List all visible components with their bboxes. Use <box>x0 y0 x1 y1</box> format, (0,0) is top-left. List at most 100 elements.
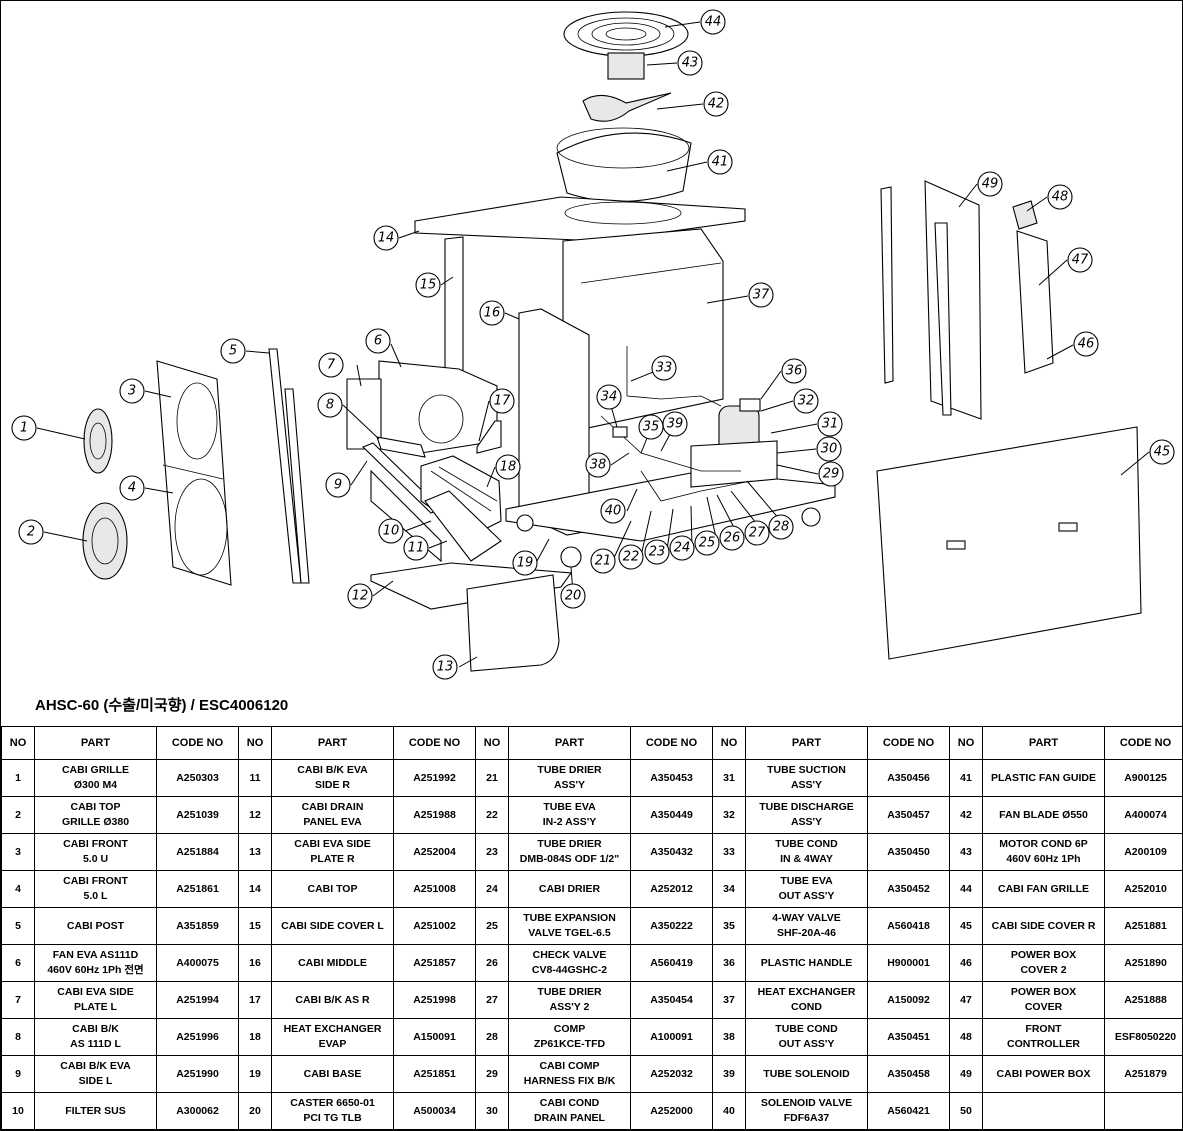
callout-7: 7 <box>318 352 344 378</box>
part-number-cell: 20 <box>238 1092 272 1130</box>
part-number-cell: 33 <box>712 833 746 871</box>
part-code-cell: A350458 <box>867 1055 950 1093</box>
part-name-line: CABI B/K <box>72 1023 119 1035</box>
svg-text:33: 33 <box>656 361 673 376</box>
part-number-cell: 39 <box>712 1055 746 1093</box>
part-name-line: CABI TOP <box>307 882 358 895</box>
part-name-line: AS 111D L <box>70 1038 121 1050</box>
callout-36: 36 <box>781 358 807 384</box>
part-number-cell: 45 <box>949 907 983 945</box>
column-header: PART <box>508 726 631 760</box>
callout-41: 41 <box>707 149 733 175</box>
part-code-cell: A252004 <box>393 833 476 871</box>
part-code-cell: A251888 <box>1104 981 1183 1019</box>
part-name-line: CABI B/K EVA <box>60 1060 131 1072</box>
part-number-cell: 26 <box>475 944 509 982</box>
callout-12: 12 <box>347 583 373 609</box>
part-name-line: CABI POST <box>66 919 125 932</box>
part-name-line: CABI FRONT <box>63 838 128 850</box>
part-code-cell: A251857 <box>393 944 476 982</box>
part-code-cell: A251861 <box>156 870 239 908</box>
part-code-cell: A251008 <box>393 870 476 908</box>
callout-31: 31 <box>817 411 843 437</box>
svg-text:13: 13 <box>437 660 454 675</box>
part-name-line: IN & 4WAY <box>780 853 833 865</box>
callout-15: 15 <box>415 272 441 298</box>
column-header: NO <box>949 726 983 760</box>
callout-42: 42 <box>703 91 729 117</box>
part-name-line: SHF-20A-46 <box>777 927 836 939</box>
part-code-cell: A350432 <box>630 833 713 871</box>
svg-text:8: 8 <box>326 398 334 413</box>
svg-text:7: 7 <box>327 358 336 373</box>
svg-text:9: 9 <box>334 478 342 493</box>
svg-text:35: 35 <box>643 420 660 435</box>
part-name-line: CABI DRIER <box>538 882 601 895</box>
part-outlines <box>82 11 1142 672</box>
svg-text:48: 48 <box>1052 190 1069 205</box>
part-number-cell: 50 <box>949 1092 983 1130</box>
part-code-cell: A560419 <box>630 944 713 982</box>
svg-text:42: 42 <box>708 97 725 112</box>
part-number-cell: 42 <box>949 796 983 834</box>
part-name-line: CABI B/K AS R <box>295 993 370 1006</box>
callout-11: 11 <box>403 535 429 561</box>
part-code-cell: A251890 <box>1104 944 1183 982</box>
callout-14: 14 <box>373 225 399 251</box>
part-number-cell: 29 <box>475 1055 509 1093</box>
part-name-cell: FILTER SUS <box>34 1092 157 1130</box>
part-number-cell: 44 <box>949 870 983 908</box>
callout-28: 28 <box>768 514 794 540</box>
part-number-cell: 49 <box>949 1055 983 1093</box>
callout-1: 1 <box>11 415 37 441</box>
part-code-cell: A100091 <box>630 1018 713 1056</box>
part-name-line: EVAP <box>318 1038 347 1050</box>
svg-text:41: 41 <box>712 155 729 170</box>
part-name-line: VALVE TGEL-6.5 <box>528 927 611 939</box>
svg-text:46: 46 <box>1078 337 1095 352</box>
part-code-cell: A251988 <box>393 796 476 834</box>
callout-47: 47 <box>1067 247 1093 273</box>
part-code-cell: A251851 <box>393 1055 476 1093</box>
part-number-cell: 47 <box>949 981 983 1019</box>
part-name-line: CONTROLLER <box>1007 1038 1080 1050</box>
part-number-cell: 4 <box>1 870 35 908</box>
callout-33: 33 <box>651 355 677 381</box>
svg-text:5: 5 <box>229 344 237 359</box>
part-name-cell: CABI MIDDLE <box>271 944 394 982</box>
part-name-line: IN-2 ASS'Y <box>542 816 597 828</box>
part-number-cell: 11 <box>238 759 272 797</box>
leader-lines <box>36 21 1150 668</box>
part-name-line: SIDE R <box>314 779 350 791</box>
part-number-cell: 28 <box>475 1018 509 1056</box>
part-name-line: OUT ASS'Y <box>778 890 835 902</box>
part-number-cell: 7 <box>1 981 35 1019</box>
part-code-cell: A251998 <box>393 981 476 1019</box>
svg-text:11: 11 <box>408 541 425 556</box>
part-name-cell: CABI DRIER <box>508 870 631 908</box>
column-header: PART <box>745 726 868 760</box>
part-code-cell: A252010 <box>1104 870 1183 908</box>
callout-2: 2 <box>18 519 44 545</box>
part-code-cell: A350453 <box>630 759 713 797</box>
part-name-line: HARNESS FIX B/K <box>523 1075 616 1087</box>
part-name-cell: CABI TOP <box>271 870 394 908</box>
svg-text:18: 18 <box>500 460 517 475</box>
callout-21: 21 <box>590 548 616 574</box>
column-header: NO <box>475 726 509 760</box>
part-name-line: Ø300 M4 <box>73 779 118 791</box>
part-name-cell: FAN BLADE Ø550 <box>982 796 1105 834</box>
table-header-row: NO PART CODE NO NO PART CODE NO NO PART … <box>1 726 1183 760</box>
svg-text:34: 34 <box>601 390 618 405</box>
column-header: PART <box>34 726 157 760</box>
part-name-line: PCI TG TLB <box>303 1112 362 1124</box>
